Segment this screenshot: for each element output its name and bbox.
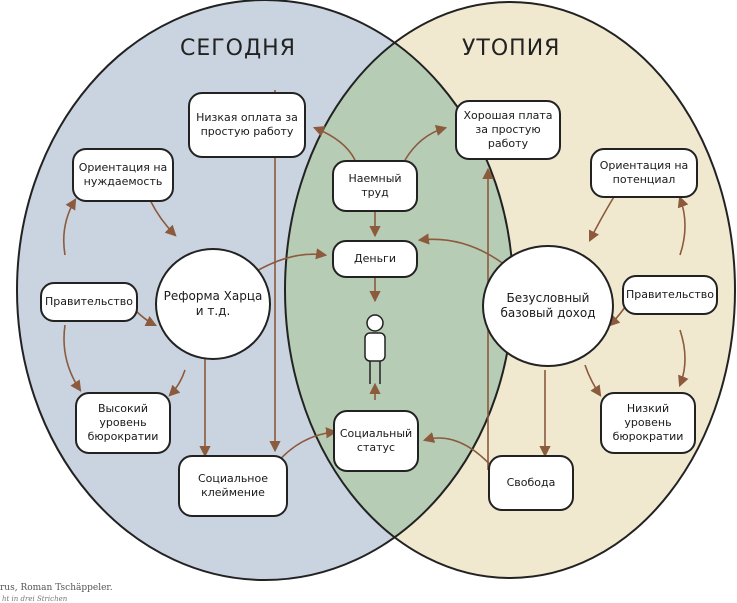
arrow <box>588 194 616 243</box>
node-potential-orientation: Ориентация на потенциал <box>590 148 698 198</box>
person-icon <box>364 314 386 384</box>
arrow <box>417 233 506 266</box>
arrow <box>312 126 356 161</box>
node-good-pay: Хорошая плата за простую работу <box>455 100 561 160</box>
node-money: Деньги <box>332 240 418 278</box>
node-reform: Реформа Харца и т.д. <box>155 248 271 360</box>
arrow <box>678 329 689 388</box>
node-government-right: Правительство <box>622 275 718 315</box>
arrow <box>404 125 448 161</box>
node-social-status: Социальный статус <box>333 410 419 472</box>
arrow <box>677 195 689 256</box>
arrow <box>63 324 82 392</box>
node-hired-labor: Наемный труд <box>332 160 418 212</box>
node-government-left: Правительство <box>40 282 138 322</box>
node-need-orientation: Ориентация на нуждаемость <box>72 148 174 202</box>
arrow <box>62 198 77 256</box>
arrow <box>584 364 602 397</box>
node-low-pay: Низкая оплата за простую работу <box>188 92 306 158</box>
node-high-bureaucracy: Высокий уровень бюрократии <box>75 392 171 454</box>
arrow <box>168 369 186 397</box>
image-credit-sub: ht in drei Strichen <box>2 595 68 603</box>
node-ubi: Безусловный базовый доход <box>482 245 614 367</box>
node-freedom: Свобода <box>488 455 574 511</box>
title-today: СЕГОДНЯ <box>180 36 297 61</box>
node-low-bureaucracy: Низкий уровень бюрократии <box>600 392 696 454</box>
image-credit: rus, Roman Tschäppeler. <box>0 583 113 593</box>
node-social-stigma: Социальное клеймение <box>178 455 288 517</box>
title-utopia: УТОПИЯ <box>462 36 561 61</box>
arrow <box>149 199 177 237</box>
